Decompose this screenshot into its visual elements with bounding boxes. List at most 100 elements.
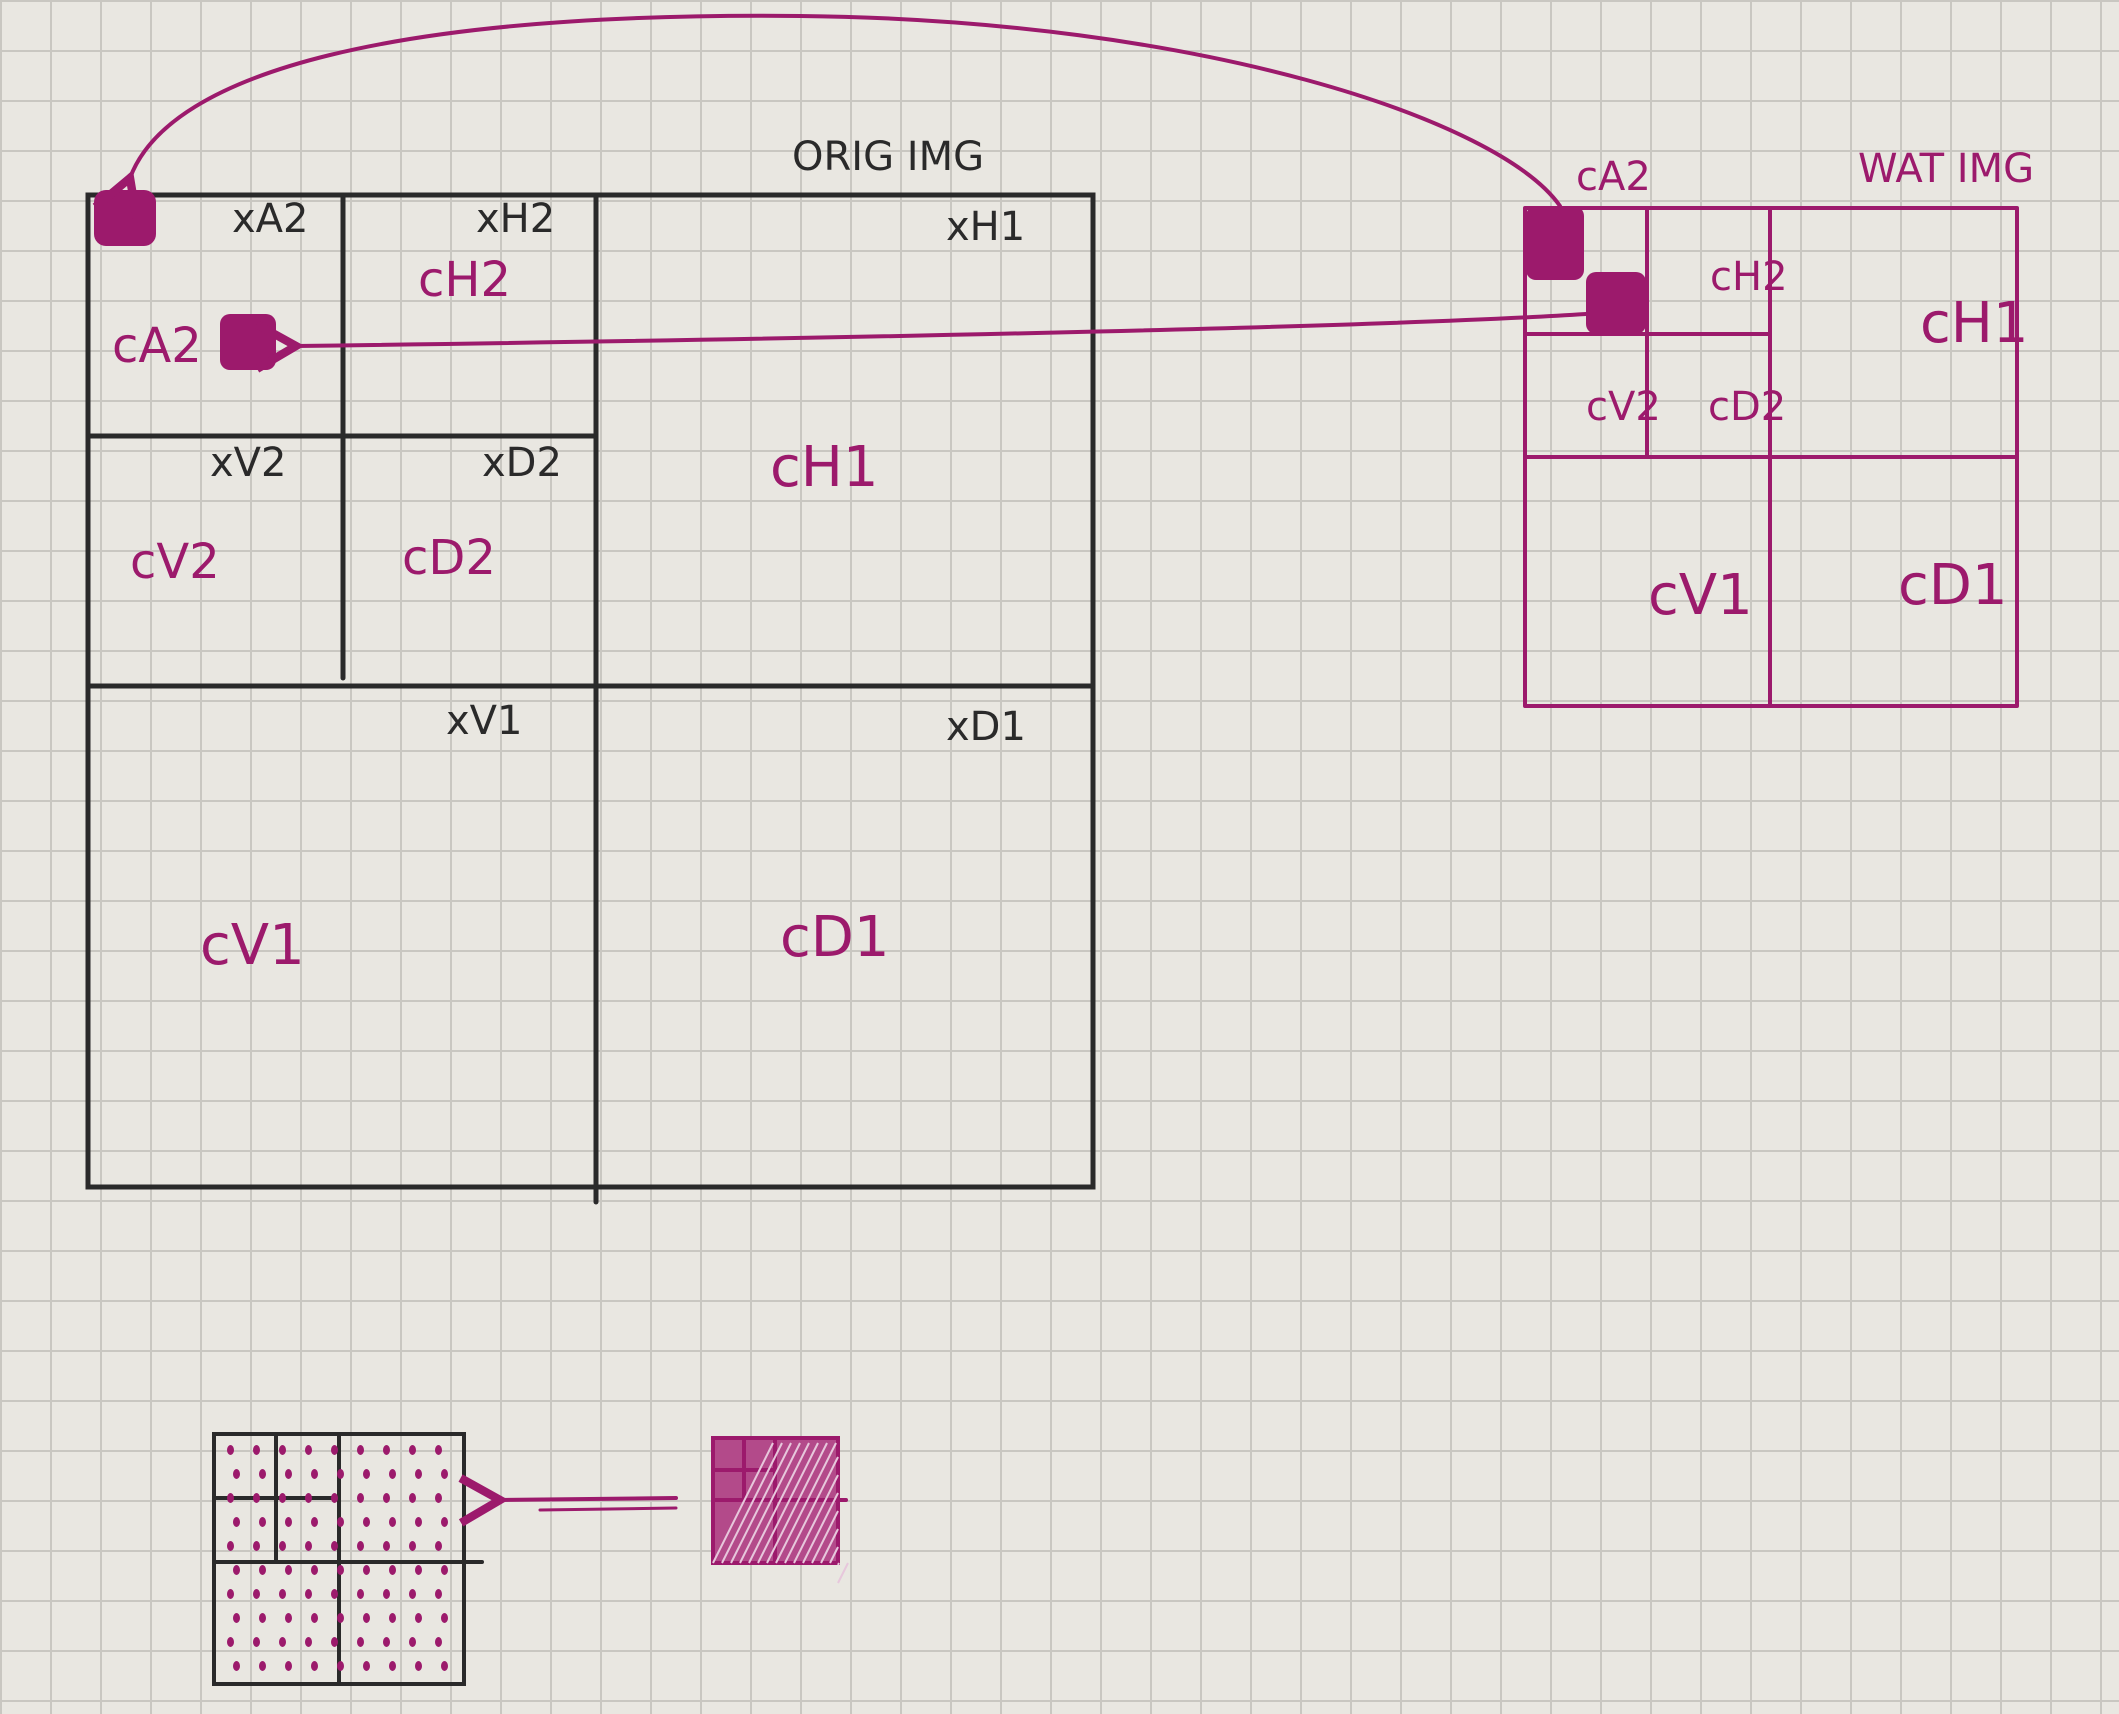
dot-mark [389,1469,396,1479]
bottom-arrow-second-stroke [538,1506,678,1512]
dot-mark [285,1517,292,1527]
wat-image-grid [1523,206,2019,708]
dot-mark [415,1613,422,1623]
dot-mark [279,1637,286,1647]
dot-mark [415,1517,422,1527]
dot-mark [279,1445,286,1455]
dot-mark [441,1469,448,1479]
orig-label-xH2: xH2 [476,196,555,242]
dot-mark [233,1469,240,1479]
dot-mark [337,1661,344,1671]
wat-cA2-blob [1586,272,1646,334]
dot-mark [311,1661,318,1671]
dot-mark [337,1613,344,1623]
dot-mark [383,1637,390,1647]
dot-mark [409,1589,416,1599]
dot-mark [389,1613,396,1623]
orig-image-grid [85,192,1096,1205]
dot-mark [253,1541,260,1551]
dotted-grid-large [212,1432,484,1686]
orig-label-xH1: xH1 [946,204,1025,250]
dot-mark [415,1661,422,1671]
dot-mark [409,1541,416,1551]
orig-label-xV1: xV1 [446,698,522,744]
dot-mark [285,1565,292,1575]
dot-mark [357,1541,364,1551]
dot-mark [441,1661,448,1671]
dot-mark [435,1445,442,1455]
wat-cA2-label: cA2 [1576,154,1651,200]
hatch-line [730,1442,792,1564]
dot-mark [227,1493,234,1503]
dot-mark [259,1613,266,1623]
dot-mark [227,1541,234,1551]
dot-mark [279,1541,286,1551]
orig-cA2-blob [220,314,276,370]
dot-mark [311,1517,318,1527]
orig-cell-cH2: cH2 [418,252,511,308]
dot-mark [279,1589,286,1599]
dot-mark [357,1637,364,1647]
wat-cell-cD1: cD1 [1898,553,2008,618]
dot-mark [389,1517,396,1527]
wat-cell-cV2: cV2 [1586,384,1661,430]
dot-mark [311,1469,318,1479]
dot-mark [331,1493,338,1503]
dot-mark [233,1565,240,1575]
wat-corner-blob [1526,206,1584,280]
hatch-line [721,1442,783,1564]
dot-mark [383,1589,390,1599]
orig-label-xD1: xD1 [946,704,1026,750]
dot-mark [305,1589,312,1599]
hatch-line [793,1474,839,1564]
dot-mark [363,1613,370,1623]
dot-mark [415,1469,422,1479]
orig-corner-blob [94,190,156,246]
dot-mark [363,1565,370,1575]
hatch-line [811,1510,839,1564]
dot-mark [233,1613,240,1623]
orig-label-xD2: xD2 [482,440,562,486]
wat-cell-cH2: cH2 [1710,254,1788,300]
dot-mark [285,1613,292,1623]
orig-label-xV2: xV2 [210,440,286,486]
dot-mark [415,1565,422,1575]
hatch-line [837,1562,840,1566]
dot-mark [441,1565,448,1575]
dot-mark [357,1493,364,1503]
hatch-line [837,1562,849,1584]
orig-cell-cA2: cA2 [112,318,202,374]
wat-cell-cH1: cH1 [1920,291,2029,356]
bottom-arrow [458,1474,678,1527]
dot-mark [305,1445,312,1455]
dot-mark [279,1493,286,1503]
dot-mark [409,1445,416,1455]
dot-mark [383,1541,390,1551]
hatch-line [784,1456,839,1564]
dot-mark [253,1637,260,1647]
dot-mark [357,1589,364,1599]
dot-mark [409,1637,416,1647]
hatch-line [775,1442,837,1564]
dot-mark [253,1445,260,1455]
hatch-line [829,1546,839,1564]
dot-mark [409,1493,416,1503]
hatch-line [802,1492,839,1564]
orig-outer-border [85,192,1096,1190]
dot-mark [331,1541,338,1551]
dot-mark [253,1493,260,1503]
dot-mark [383,1445,390,1455]
dot-mark [311,1565,318,1575]
dot-mark [331,1589,338,1599]
dot-mark [227,1637,234,1647]
dot-mark [259,1661,266,1671]
dot-mark [259,1469,266,1479]
dot-mark [253,1589,260,1599]
orig-label-xA2: xA2 [232,196,308,242]
dot-mark [305,1637,312,1647]
dot-mark [227,1589,234,1599]
orig-cell-cD2: cD2 [402,530,496,586]
dot-mark [389,1565,396,1575]
dot-mark [441,1613,448,1623]
